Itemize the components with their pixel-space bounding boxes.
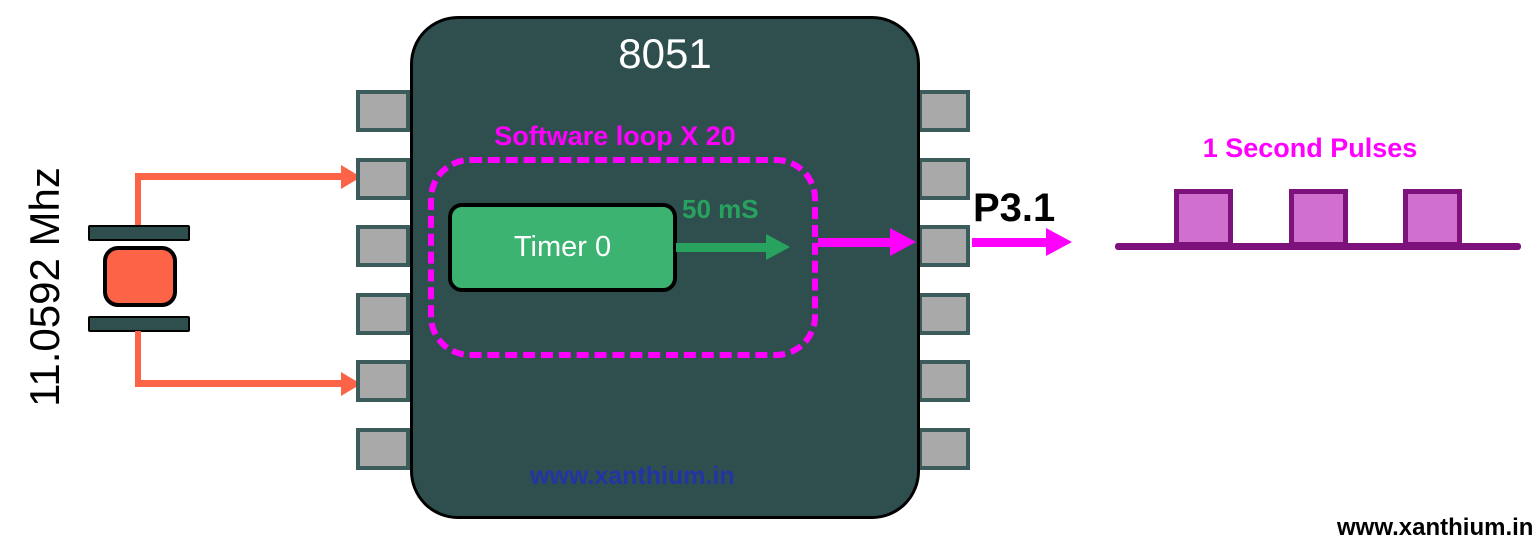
chip-pin	[918, 360, 970, 403]
chip-pin	[918, 90, 970, 132]
timer-output-arrow	[676, 243, 768, 252]
software-loop-label: Software loop X 20	[494, 121, 736, 151]
crystal-frequency-label: 11.0592 Mhz	[21, 167, 68, 407]
site-watermark: www.xanthium.in	[1337, 514, 1534, 541]
crystal-wire-bottom-vertical	[135, 331, 141, 384]
timer0-block: Timer 0	[448, 203, 677, 292]
crystal-body	[103, 246, 177, 307]
chip-watermark: www.xanthium.in	[530, 462, 735, 490]
chip-pin	[356, 157, 410, 200]
pulse-caption: 1 Second Pulses	[1202, 133, 1418, 163]
xtal2-connection-wire	[135, 380, 343, 387]
chip-name-label: 8051	[618, 30, 712, 77]
timer-output-arrowhead-icon	[766, 234, 790, 260]
chip-left-pins	[356, 90, 410, 470]
software-loop-dashed-box	[428, 157, 818, 358]
chip-pin	[918, 427, 970, 470]
pin-output-arrowhead-icon	[1046, 228, 1072, 256]
chip-right-pins	[918, 90, 970, 470]
loop-output-arrow	[818, 238, 892, 247]
chip-pin	[356, 427, 410, 470]
xtal1-connection-wire	[135, 173, 343, 180]
crystal-wire-top-vertical	[135, 179, 141, 226]
chip-pin	[356, 360, 410, 403]
timer-interval-label: 50 mS	[682, 194, 759, 224]
chip-pin	[918, 157, 970, 200]
pulse	[1403, 189, 1462, 247]
pulse	[1288, 189, 1348, 247]
output-pin-label: P3.1	[973, 186, 1056, 230]
crystal-bottom-plate	[88, 316, 190, 332]
chip-pin	[918, 225, 970, 268]
pulse-train	[1174, 189, 1462, 247]
pulse	[1174, 189, 1233, 247]
pin-output-arrow	[972, 238, 1048, 247]
crystal-top-plate	[88, 225, 190, 241]
chip-pin	[356, 292, 410, 335]
chip-pin	[356, 225, 410, 268]
loop-output-arrowhead-icon	[890, 228, 916, 256]
chip-pin	[356, 90, 410, 132]
chip-pin	[918, 292, 970, 335]
